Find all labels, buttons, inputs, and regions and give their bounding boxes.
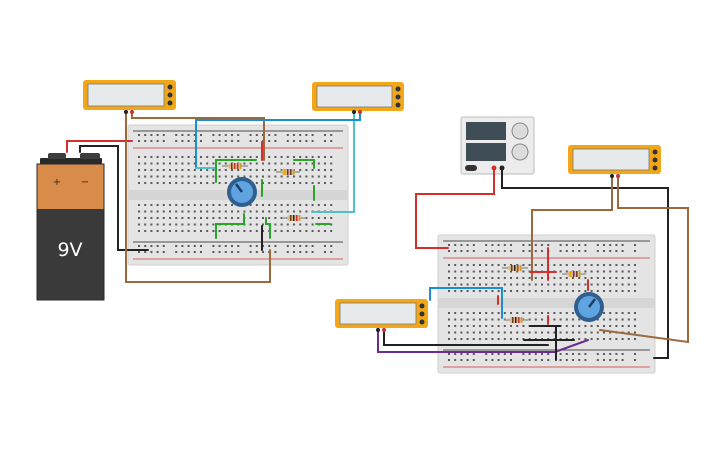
battery-label: 9V bbox=[57, 239, 82, 261]
power-supply-icon[interactable] bbox=[460, 116, 535, 175]
resistor-icon[interactable] bbox=[504, 317, 528, 323]
potentiometer-icon[interactable] bbox=[227, 177, 257, 207]
multimeter-icon[interactable] bbox=[83, 80, 176, 114]
multimeter-icon[interactable] bbox=[335, 299, 428, 332]
breadboard-left-holes bbox=[138, 134, 333, 253]
potentiometer-icon[interactable] bbox=[574, 292, 604, 322]
wires-right bbox=[377, 169, 689, 361]
multimeter-icon[interactable] bbox=[312, 82, 404, 114]
battery-9v[interactable]: + − 9V bbox=[36, 153, 105, 301]
multimeter-icon[interactable] bbox=[568, 145, 661, 178]
battery-minus: − bbox=[81, 177, 89, 188]
resistor-icon[interactable] bbox=[282, 215, 306, 221]
resistor-icon[interactable] bbox=[276, 169, 300, 175]
battery-plus: + bbox=[53, 177, 61, 188]
resistor-icon[interactable] bbox=[562, 271, 586, 277]
resistor-icon[interactable] bbox=[222, 163, 248, 169]
resistor-icon[interactable] bbox=[502, 265, 528, 271]
